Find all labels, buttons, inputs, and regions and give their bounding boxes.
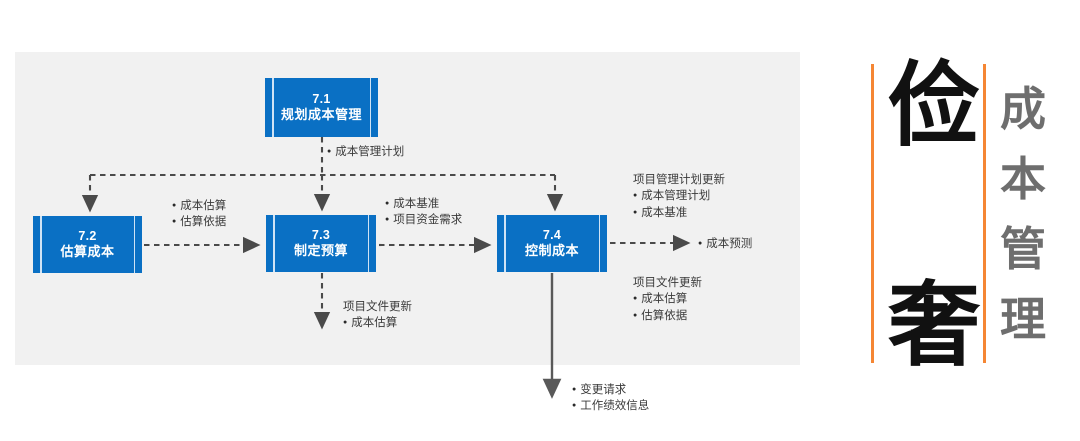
process-name: 制定预算 (293, 243, 348, 259)
annotation-bullet: 成本估算 (633, 291, 702, 307)
annotation-bullet: 成本预测 (698, 236, 752, 252)
annotation-bullet: 工作绩效信息 (572, 398, 649, 414)
annotation-change-requests: 变更请求 工作绩效信息 (572, 382, 649, 415)
annotation-document-updates-bottom: 项目文件更新 成本估算 (343, 299, 412, 332)
annotation-header: 项目文件更新 (343, 301, 412, 313)
annotation-bullet: 成本估算 (343, 315, 412, 331)
process-box-7-1[interactable]: 7.1 规划成本管理 (265, 78, 378, 137)
poster-big-char-2: 奢 (888, 272, 981, 379)
process-name: 控制成本 (524, 243, 579, 259)
annotation-pm-plan-updates: 项目管理计划更新 成本管理计划 成本基准 (633, 172, 725, 221)
annotation-bullet: 成本基准 (385, 196, 462, 212)
annotation-bullet: 变更请求 (572, 382, 649, 398)
process-name: 估算成本 (60, 244, 115, 260)
annotation-cost-management-plan: 成本管理计划 (327, 144, 404, 160)
annotation-bullet: 估算依据 (172, 214, 226, 230)
process-box-7-3[interactable]: 7.3 制定预算 (266, 215, 376, 272)
process-number: 7.4 (542, 228, 562, 243)
process-name: 规划成本管理 (280, 107, 362, 123)
poster-big-char-1: 俭 (888, 52, 981, 159)
poster-title-char-1: 成 (1000, 82, 1046, 136)
process-number: 7.2 (78, 229, 97, 244)
annotation-bullet: 成本管理计划 (633, 188, 725, 204)
process-box-7-4[interactable]: 7.4 控制成本 (497, 215, 607, 272)
annotation-bullet: 估算依据 (633, 308, 702, 324)
process-box-7-2[interactable]: 7.2 估算成本 (33, 216, 142, 273)
poster-title-char-3: 管 (1000, 222, 1046, 276)
annotation-bullet: 成本估算 (172, 198, 226, 214)
annotation-header: 项目文件更新 (633, 277, 702, 289)
annotation-document-updates-right: 项目文件更新 成本估算 估算依据 (633, 275, 702, 324)
process-number: 7.1 (312, 92, 331, 107)
annotation-header: 项目管理计划更新 (633, 174, 725, 186)
annotation-estimate-outputs: 成本估算 估算依据 (172, 198, 226, 231)
poster-rule-right (983, 64, 986, 363)
process-number: 7.3 (311, 228, 331, 243)
poster-title-char-4: 理 (1000, 292, 1046, 346)
annotation-cost-forecast: 成本预测 (698, 236, 752, 252)
poster-title-char-2: 本 (1000, 152, 1046, 206)
annotation-budget-outputs: 成本基准 项目资金需求 (385, 196, 462, 229)
annotation-bullet: 成本管理计划 (327, 144, 404, 160)
poster-rule-left (871, 64, 874, 363)
annotation-bullet: 成本基准 (633, 205, 725, 221)
annotation-bullet: 项目资金需求 (385, 212, 462, 228)
